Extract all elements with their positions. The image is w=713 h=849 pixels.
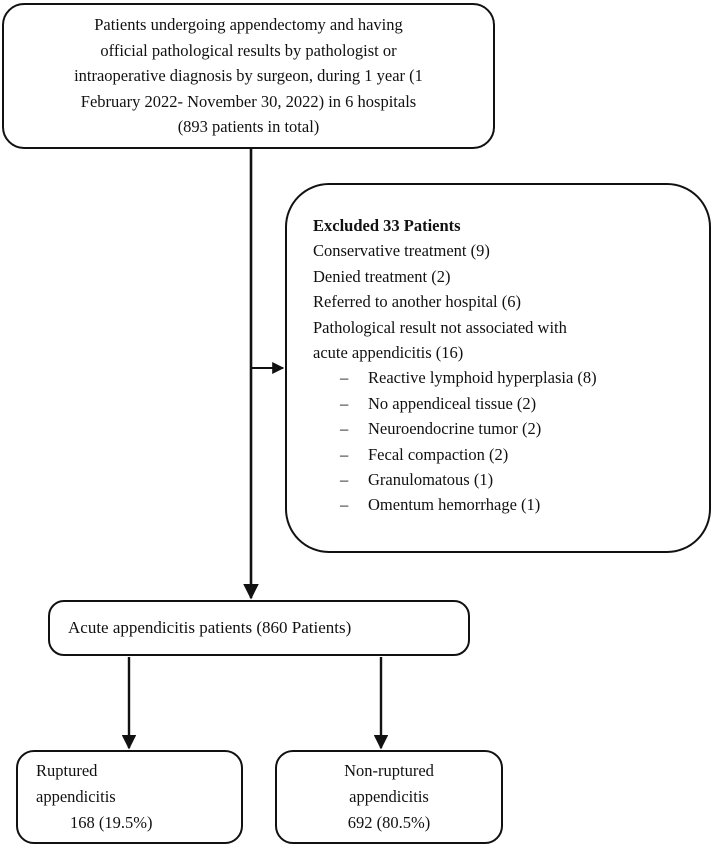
node-nonruptured-appendicitis: Non-ruptured appendicitis 692 (80.5%) [275,750,503,844]
excluded-subreason-3-label: Neuroendocrine tumor (2) [368,419,542,439]
dash-bullet-icon: – [340,495,349,515]
enrollment-line-2: official pathological results by patholo… [100,40,397,60]
dash-bullet-icon: – [340,368,349,388]
enrollment-line-3: intraoperative diagnosis by surgeon, dur… [74,66,423,86]
excluded-subreason-5: – Granulomatous (1) [313,467,693,492]
ruptured-line-2: appendicitis [36,787,116,806]
node-ruptured-appendicitis: Ruptured appendicitis 168 (19.5%) [16,750,243,844]
enrollment-line-5: (893 patients in total) [177,117,320,137]
enrollment-line-4: February 2022- November 30, 2022) in 6 h… [80,91,417,111]
ruptured-count: 168 (19.5%) [70,813,153,832]
excluded-reason-2: Denied treatment (2) [313,266,451,286]
excluded-subreason-1: – Reactive lymphoid hyperplasia (8) [313,365,693,390]
dash-bullet-icon: – [340,393,349,413]
acute-label: Acute appendicitis patients (860 Patient… [68,618,352,637]
excluded-reason-5: acute appendicitis (16) [313,343,464,363]
nonruptured-line-1: Non-ruptured [344,761,434,780]
nonruptured-count: 692 (80.5%) [347,813,431,832]
excluded-subreason-1-label: Reactive lymphoid hyperplasia (8) [368,368,597,388]
excluded-reason-3: Referred to another hospital (6) [313,292,522,312]
node-enrollment: Patients undergoing appendectomy and hav… [2,3,495,149]
excluded-subreason-3: – Neuroendocrine tumor (2) [313,416,693,441]
excluded-subreason-4-label: Fecal compaction (2) [368,444,509,464]
excluded-reason-1: Conservative treatment (9) [313,241,490,261]
enrollment-line-1: Patients undergoing appendectomy and hav… [94,15,403,35]
node-acute-appendicitis: Acute appendicitis patients (860 Patient… [48,600,470,656]
dash-bullet-icon: – [340,444,349,464]
excluded-header: Excluded 33 Patients [313,216,461,235]
excluded-subreason-4: – Fecal compaction (2) [313,442,693,467]
ruptured-line-1: Ruptured [36,761,98,780]
excluded-subreason-6-label: Omentum hemorrhage (1) [368,495,541,515]
excluded-subreason-2-label: No appendiceal tissue (2) [368,393,537,413]
dash-bullet-icon: – [340,419,349,439]
nonruptured-line-2: appendicitis [349,787,429,806]
excluded-subreason-6: – Omentum hemorrhage (1) [313,492,693,517]
dash-bullet-icon: – [340,470,349,490]
node-excluded: Excluded 33 Patients Conservative treatm… [285,183,711,553]
excluded-subreason-2: – No appendiceal tissue (2) [313,391,693,416]
excluded-reason-4: Pathological result not associated with [313,317,567,337]
excluded-subreason-5-label: Granulomatous (1) [368,470,494,490]
